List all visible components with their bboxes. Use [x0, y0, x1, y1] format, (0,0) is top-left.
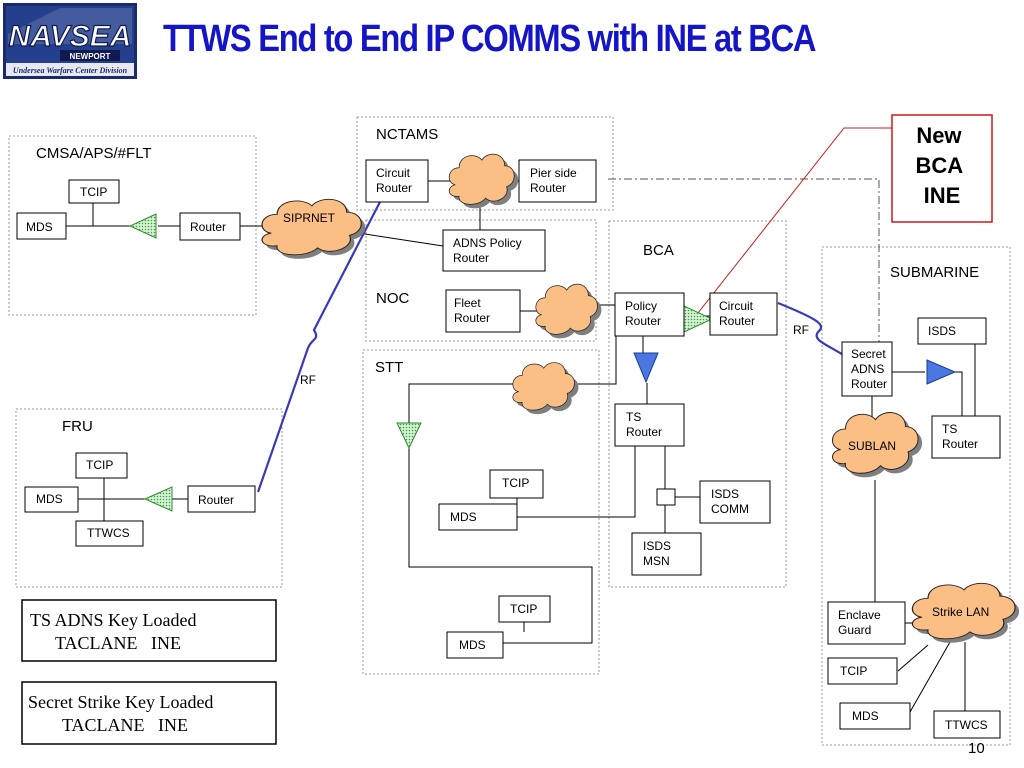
page-title: TTWS End to End IP COMMS with INE at BCA [163, 18, 816, 60]
fru-router-label: Router [198, 493, 234, 507]
group-nctams [356, 116, 614, 211]
rf-link-right [777, 301, 846, 357]
sub-tcip-label: TCIP [840, 664, 867, 678]
isds-comm-label: ISDS COMM [711, 487, 749, 516]
cloud-siprnet [261, 198, 366, 259]
group-bca [608, 220, 787, 588]
fru-mds-label: MDS [36, 492, 63, 506]
group-stt [362, 349, 600, 675]
stt-mds-1-label: MDS [450, 510, 477, 524]
sub-isds-label: ISDS [928, 324, 956, 338]
sub-mds-label: MDS [852, 709, 879, 723]
group-label-submarine: SUBMARINE [890, 264, 979, 281]
cloud-nctams [448, 153, 519, 209]
legend-box-secret [21, 681, 277, 745]
sub-ts-router-label: TS Router [942, 422, 978, 451]
rf-label-left: RF [300, 373, 316, 387]
rf-label-right: RF [793, 323, 809, 337]
nctams-circuit-router-label: Circuit Router [376, 166, 413, 195]
adns-policy-router-label: ADNS Policy Router [453, 236, 525, 265]
bca-ts-router-label: TS Router [626, 410, 662, 439]
stt-tcip-2-label: TCIP [510, 602, 537, 616]
rf-link-left [256, 197, 383, 493]
legend-secret-label: Secret Strike Key Loaded TACLANE INE [28, 692, 218, 735]
secret-taclane-icon [683, 305, 714, 333]
ts-taclane-icon [633, 352, 659, 384]
cmsa-tcip-label: TCIP [80, 185, 107, 199]
stt-mds-2-label: MDS [459, 638, 486, 652]
group-label-bca: BCA [643, 242, 674, 259]
fru-tcip-label: TCIP [86, 458, 113, 472]
legend-box-ts [21, 599, 277, 662]
group-noc [365, 219, 597, 342]
isds-junction-box [656, 488, 676, 506]
cloud-stt [512, 362, 579, 415]
group-submarine [821, 246, 1011, 746]
group-label-noc: NOC [376, 290, 410, 307]
fleet-router-label: Fleet Router [454, 296, 490, 325]
callout-box [891, 114, 993, 223]
secret-taclane-icon [128, 213, 157, 239]
siprnet-label: SIPRNET [283, 211, 336, 225]
ts-taclane-icon [926, 359, 957, 385]
sublan-label: SUBLAN [848, 439, 896, 453]
secret-taclane-icon [143, 486, 173, 512]
fru-ttwcs-label: TTWCS [87, 526, 130, 540]
navsea-logo: NAVSEA NEWPORT Undersea Warfare Center D… [3, 3, 137, 79]
bca-policy-router-label: Policy Router [625, 299, 661, 328]
group-label-cmsa: CMSA/APS/#FLT [36, 145, 152, 162]
bca-circuit-router-label: Circuit Router [719, 299, 756, 328]
isds-msn-label: ISDS MSN [643, 539, 674, 568]
cmsa-router-label: Router [190, 220, 226, 234]
sub-ttwcs-label: TTWCS [945, 718, 988, 732]
nctams-pier-router-label: Pier side Router [530, 166, 580, 195]
callout-text: New BCA INE [916, 123, 969, 208]
group-label-fru: FRU [62, 418, 93, 435]
svg-text:NEWPORT: NEWPORT [70, 52, 111, 61]
group-label-stt: STT [375, 359, 403, 376]
cmsa-mds-label: MDS [26, 220, 53, 234]
stt-tcip-1-label: TCIP [502, 476, 529, 490]
page-number: 10 [968, 740, 985, 757]
secret-taclane-icon [396, 422, 422, 450]
strike-lan-label: Strike LAN [932, 605, 989, 619]
group-fru [15, 408, 283, 588]
secret-adns-router-label: Secret ADNS Router [851, 347, 889, 391]
cloud-noc [535, 283, 602, 339]
enclave-guard-label: Enclave Guard [838, 608, 884, 637]
legend-ts-label: TS ADNS Key Loaded TACLANE INE [30, 610, 201, 653]
group-label-nctams: NCTAMS [376, 126, 438, 143]
svg-text:Undersea Warfare Center Divisi: Undersea Warfare Center Division [13, 66, 128, 75]
svg-text:NAVSEA: NAVSEA [9, 20, 132, 53]
